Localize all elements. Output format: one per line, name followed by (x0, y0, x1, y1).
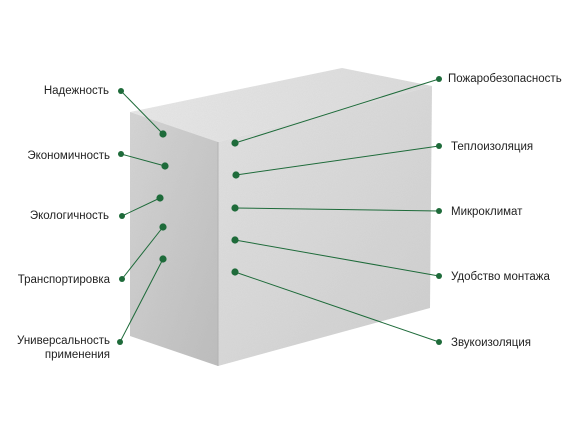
leader-line-reliability (120, 90, 164, 135)
block-side-face (218, 86, 432, 366)
leader-line-transport (121, 226, 164, 280)
leader-line-ecology (121, 197, 161, 217)
marker-dot-block-microclimate (231, 204, 239, 212)
marker-dot-outer-transport (119, 276, 125, 282)
marker-dot-block-transport (159, 223, 167, 231)
block-top-face (130, 68, 432, 142)
marker-dot-block-sound-insulation (231, 268, 239, 276)
label-economy: Экономичность (27, 150, 110, 162)
label-reliability: Надежность (43, 85, 109, 97)
marker-dot-block-economy (161, 162, 169, 170)
marker-dot-outer-reliability (118, 88, 124, 94)
marker-dot-block-fire-safety (231, 139, 239, 147)
leader-line-thermal-insulation (235, 145, 440, 176)
leader-line-ease-of-installation (234, 239, 440, 277)
block-front-face (130, 112, 218, 366)
label-transport: Транспортировка (17, 274, 110, 286)
marker-dot-outer-microclimate (436, 208, 442, 214)
marker-dot-block-ease-of-installation (231, 236, 239, 244)
label-versatility: Универсальность применения (17, 335, 110, 362)
concrete-block (130, 68, 432, 366)
leader-line-microclimate (234, 207, 440, 212)
marker-dot-outer-thermal-insulation (436, 143, 442, 149)
leader-line-economy (120, 153, 166, 167)
marker-dot-outer-versatility (117, 339, 123, 345)
leader-line-sound-insulation (234, 271, 440, 343)
marker-dot-outer-ease-of-installation (436, 273, 442, 279)
marker-dot-outer-economy (118, 151, 124, 157)
marker-dot-block-thermal-insulation (232, 171, 240, 179)
marker-dot-block-versatility (159, 255, 167, 263)
marker-dot-block-reliability (159, 130, 167, 138)
leader-line-fire-safety (234, 78, 440, 144)
marker-dot-outer-ecology (119, 213, 125, 219)
label-thermal-insulation: Теплоизоляция (451, 141, 534, 153)
label-ecology: Экологичность (29, 210, 109, 222)
label-microclimate: Микроклимат (451, 206, 523, 218)
marker-dot-outer-sound-insulation (436, 339, 442, 345)
label-fire-safety: Пожаробезопасность (448, 73, 562, 85)
label-sound-insulation: Звукоизоляция (451, 337, 531, 349)
label-ease-of-installation: Удобство монтажа (451, 271, 550, 283)
marker-dot-block-ecology (156, 194, 164, 202)
leader-line-versatility (119, 258, 164, 343)
marker-dot-outer-fire-safety (436, 76, 442, 82)
leader-lines (117, 76, 442, 345)
